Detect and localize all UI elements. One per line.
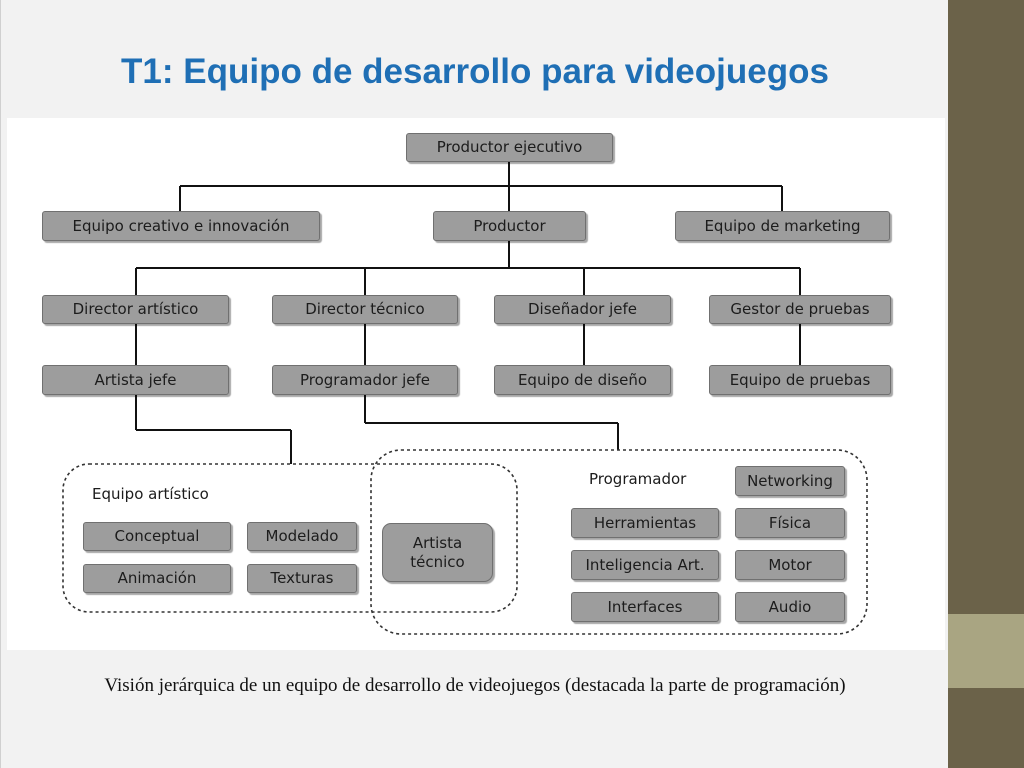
- productor-ejecutivo-box: Productor ejecutivo: [406, 133, 613, 162]
- equipo-pruebas-box: Equipo de pruebas: [709, 365, 891, 395]
- director-artistico-box: Director artístico: [42, 295, 229, 324]
- sidebar-light-band: [948, 614, 1024, 688]
- interfaces-box: Interfaces: [571, 592, 719, 622]
- productor-box: Productor: [433, 211, 586, 241]
- gestor-pruebas-box: Gestor de pruebas: [709, 295, 891, 324]
- slide-title: T1: Equipo de desarrollo para videojuego…: [121, 52, 829, 91]
- animacion-box: Animación: [83, 564, 231, 593]
- texturas-box: Texturas: [247, 564, 357, 593]
- motor-box: Motor: [735, 550, 845, 580]
- connector-lines: [62, 162, 868, 635]
- artista-tecnico-box: Artista técnico: [382, 523, 493, 582]
- programador-jefe-box: Programador jefe: [272, 365, 458, 395]
- org-chart: Productor ejecutivo Equipo creativo e in…: [7, 118, 945, 650]
- artista-jefe-box: Artista jefe: [42, 365, 229, 395]
- fisica-box: Física: [735, 508, 845, 538]
- inteligencia-box: Inteligencia Art.: [571, 550, 719, 580]
- audio-box: Audio: [735, 592, 845, 622]
- disenador-jefe-box: Diseñador jefe: [494, 295, 671, 324]
- networking-box: Networking: [735, 466, 845, 496]
- equipo-creativo-box: Equipo creativo e innovación: [42, 211, 320, 241]
- conceptual-box: Conceptual: [83, 522, 231, 551]
- director-tecnico-box: Director técnico: [272, 295, 458, 324]
- slide: T1: Equipo de desarrollo para videojuego…: [0, 0, 949, 768]
- diagram-caption: Visión jerárquica de un equipo de desarr…: [104, 675, 846, 696]
- art-group-outline: [62, 463, 518, 613]
- modelado-box: Modelado: [247, 522, 357, 551]
- prog-group-outline: [370, 449, 868, 635]
- art-group-label: Equipo artístico: [92, 485, 209, 503]
- herramientas-box: Herramientas: [571, 508, 719, 538]
- equipo-marketing-box: Equipo de marketing: [675, 211, 890, 241]
- equipo-diseno-box: Equipo de diseño: [494, 365, 671, 395]
- prog-group-label: Programador: [589, 470, 687, 488]
